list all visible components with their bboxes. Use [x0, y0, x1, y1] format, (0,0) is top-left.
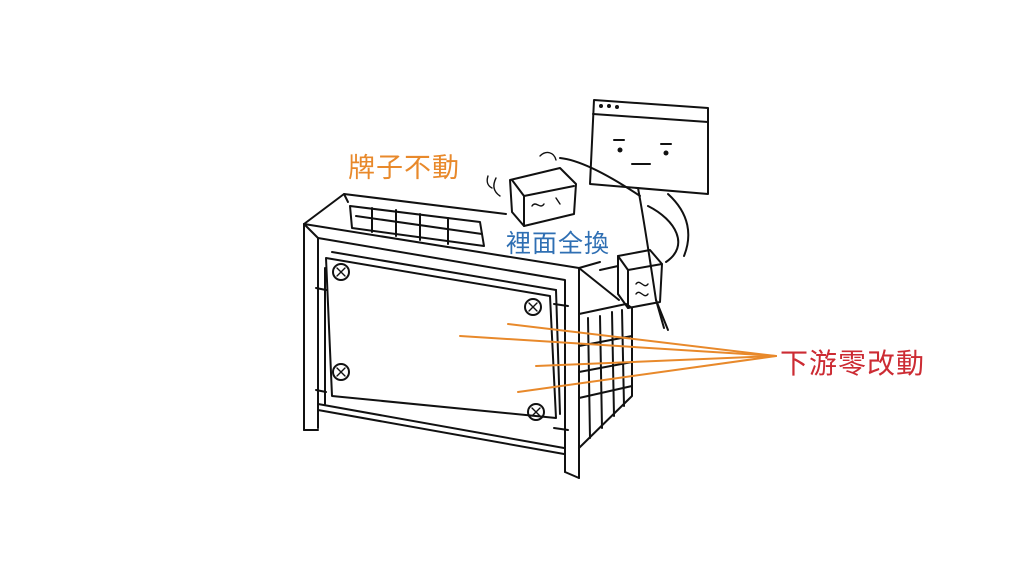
cube-block-icon: [486, 151, 577, 227]
signboard-plate: [325, 251, 561, 419]
downstream-rays: [459, 323, 777, 393]
browser-window-head-figure-icon: [559, 99, 709, 331]
signboard-unchanged-label: 牌子不動: [348, 153, 460, 184]
downstream-changes-label: 下游零改動: [780, 347, 926, 380]
shelf-grid: [349, 205, 485, 247]
cross-screw-icon: [527, 403, 545, 421]
cross-screw-icon: [524, 298, 542, 316]
cross-screw-icon: [332, 363, 350, 381]
cross-screw-icon: [332, 263, 350, 281]
contents-replaced-label: 裡面全換: [506, 229, 611, 258]
l-block-icon: [599, 249, 663, 309]
